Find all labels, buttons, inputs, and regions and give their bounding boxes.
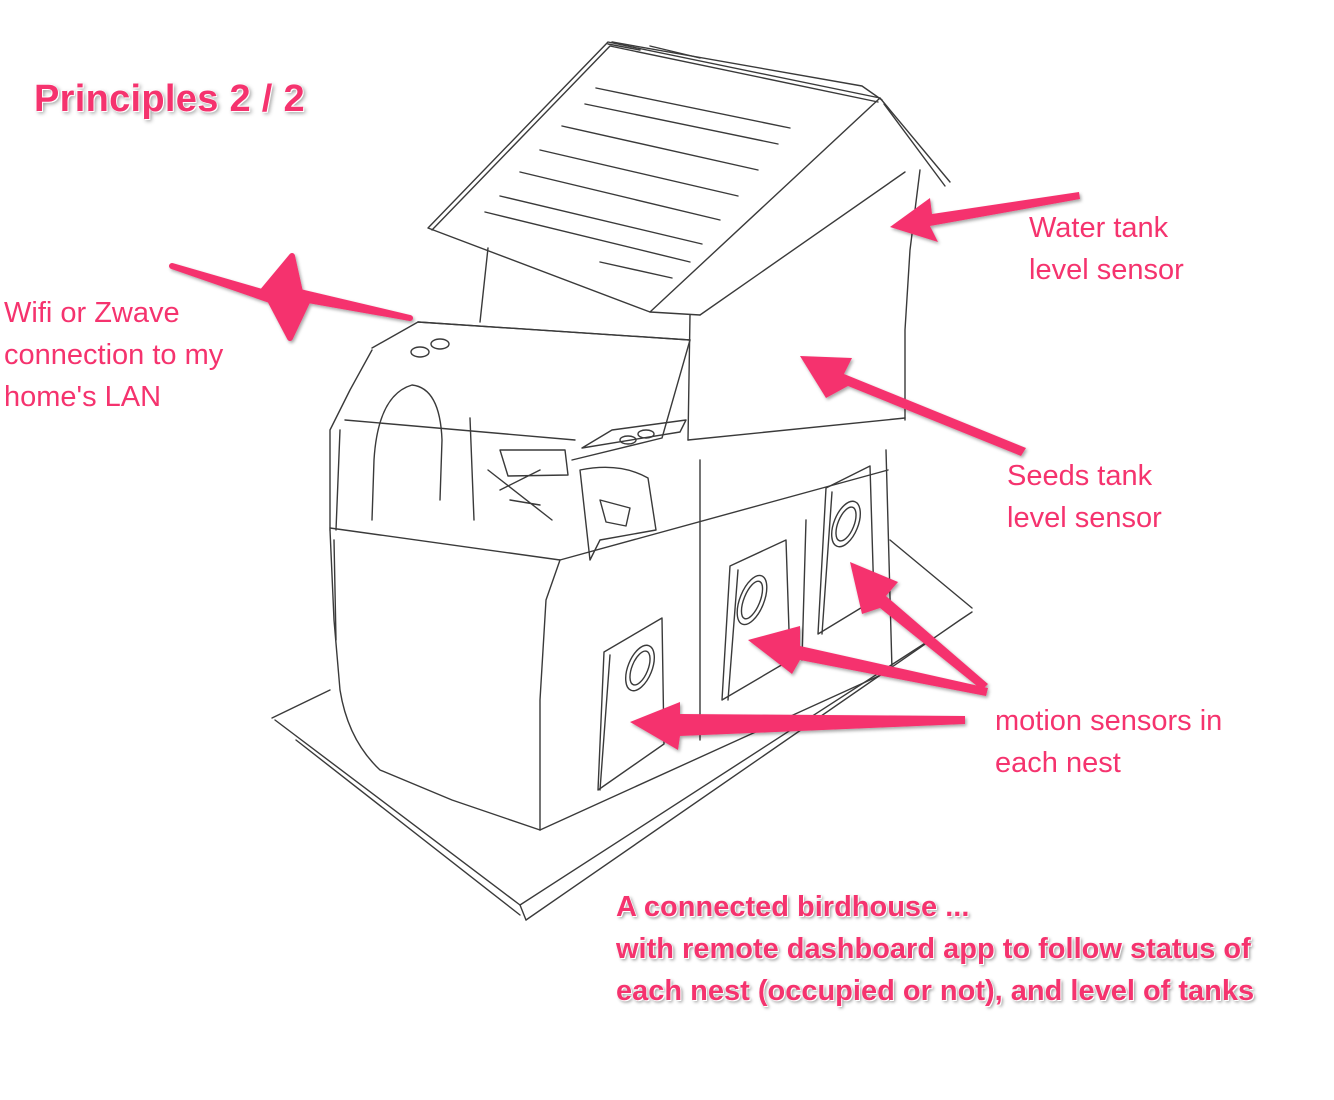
summary-caption: A connected birdhouse ... with remote da… xyxy=(616,886,1254,1012)
motion-sensors-label-line: motion sensors in xyxy=(995,705,1223,737)
wifi-label-line: connection to my xyxy=(4,339,224,371)
page-title: Principles 2 / 2 xyxy=(34,78,305,120)
sketch-lines xyxy=(271,41,973,921)
base-plate xyxy=(271,539,973,921)
roof-panel xyxy=(427,41,951,316)
seeds-arrow-icon xyxy=(800,356,1026,456)
water-arrow-icon xyxy=(890,192,1080,242)
middle-box xyxy=(329,321,691,561)
water-tank-label: Water tank level sensor xyxy=(1029,207,1184,291)
motion-sensors-label: motion sensors in each nest xyxy=(995,700,1222,784)
lightning-zigzag-icon xyxy=(169,253,413,341)
arrows xyxy=(630,192,1080,750)
seeds-tank-label: Seeds tank level sensor xyxy=(1007,455,1162,539)
motion-arrow-1-icon xyxy=(850,562,988,690)
seeds-tank-label-line: Seeds tank xyxy=(1007,460,1153,492)
motion-arrow-2-icon xyxy=(748,626,988,696)
caption-line: A connected birdhouse ... xyxy=(616,891,970,923)
lower-body xyxy=(329,449,893,831)
caption-line: each nest (occupied or not), and level o… xyxy=(616,975,1255,1007)
caption-line: with remote dashboard app to follow stat… xyxy=(616,933,1251,965)
seeds-tank-label-line: level sensor xyxy=(1007,502,1162,534)
wifi-label-line: Wifi or Zwave xyxy=(4,297,180,329)
motion-arrow-3-icon xyxy=(630,702,965,750)
wifi-label: Wifi or Zwave connection to my home's LA… xyxy=(4,292,223,418)
motion-sensors-label-line: each nest xyxy=(995,747,1121,779)
wifi-label-line: home's LAN xyxy=(4,381,162,413)
water-tank-label-line: level sensor xyxy=(1029,254,1184,286)
water-tank-label-line: Water tank xyxy=(1029,212,1169,244)
upper-walls xyxy=(479,169,921,441)
